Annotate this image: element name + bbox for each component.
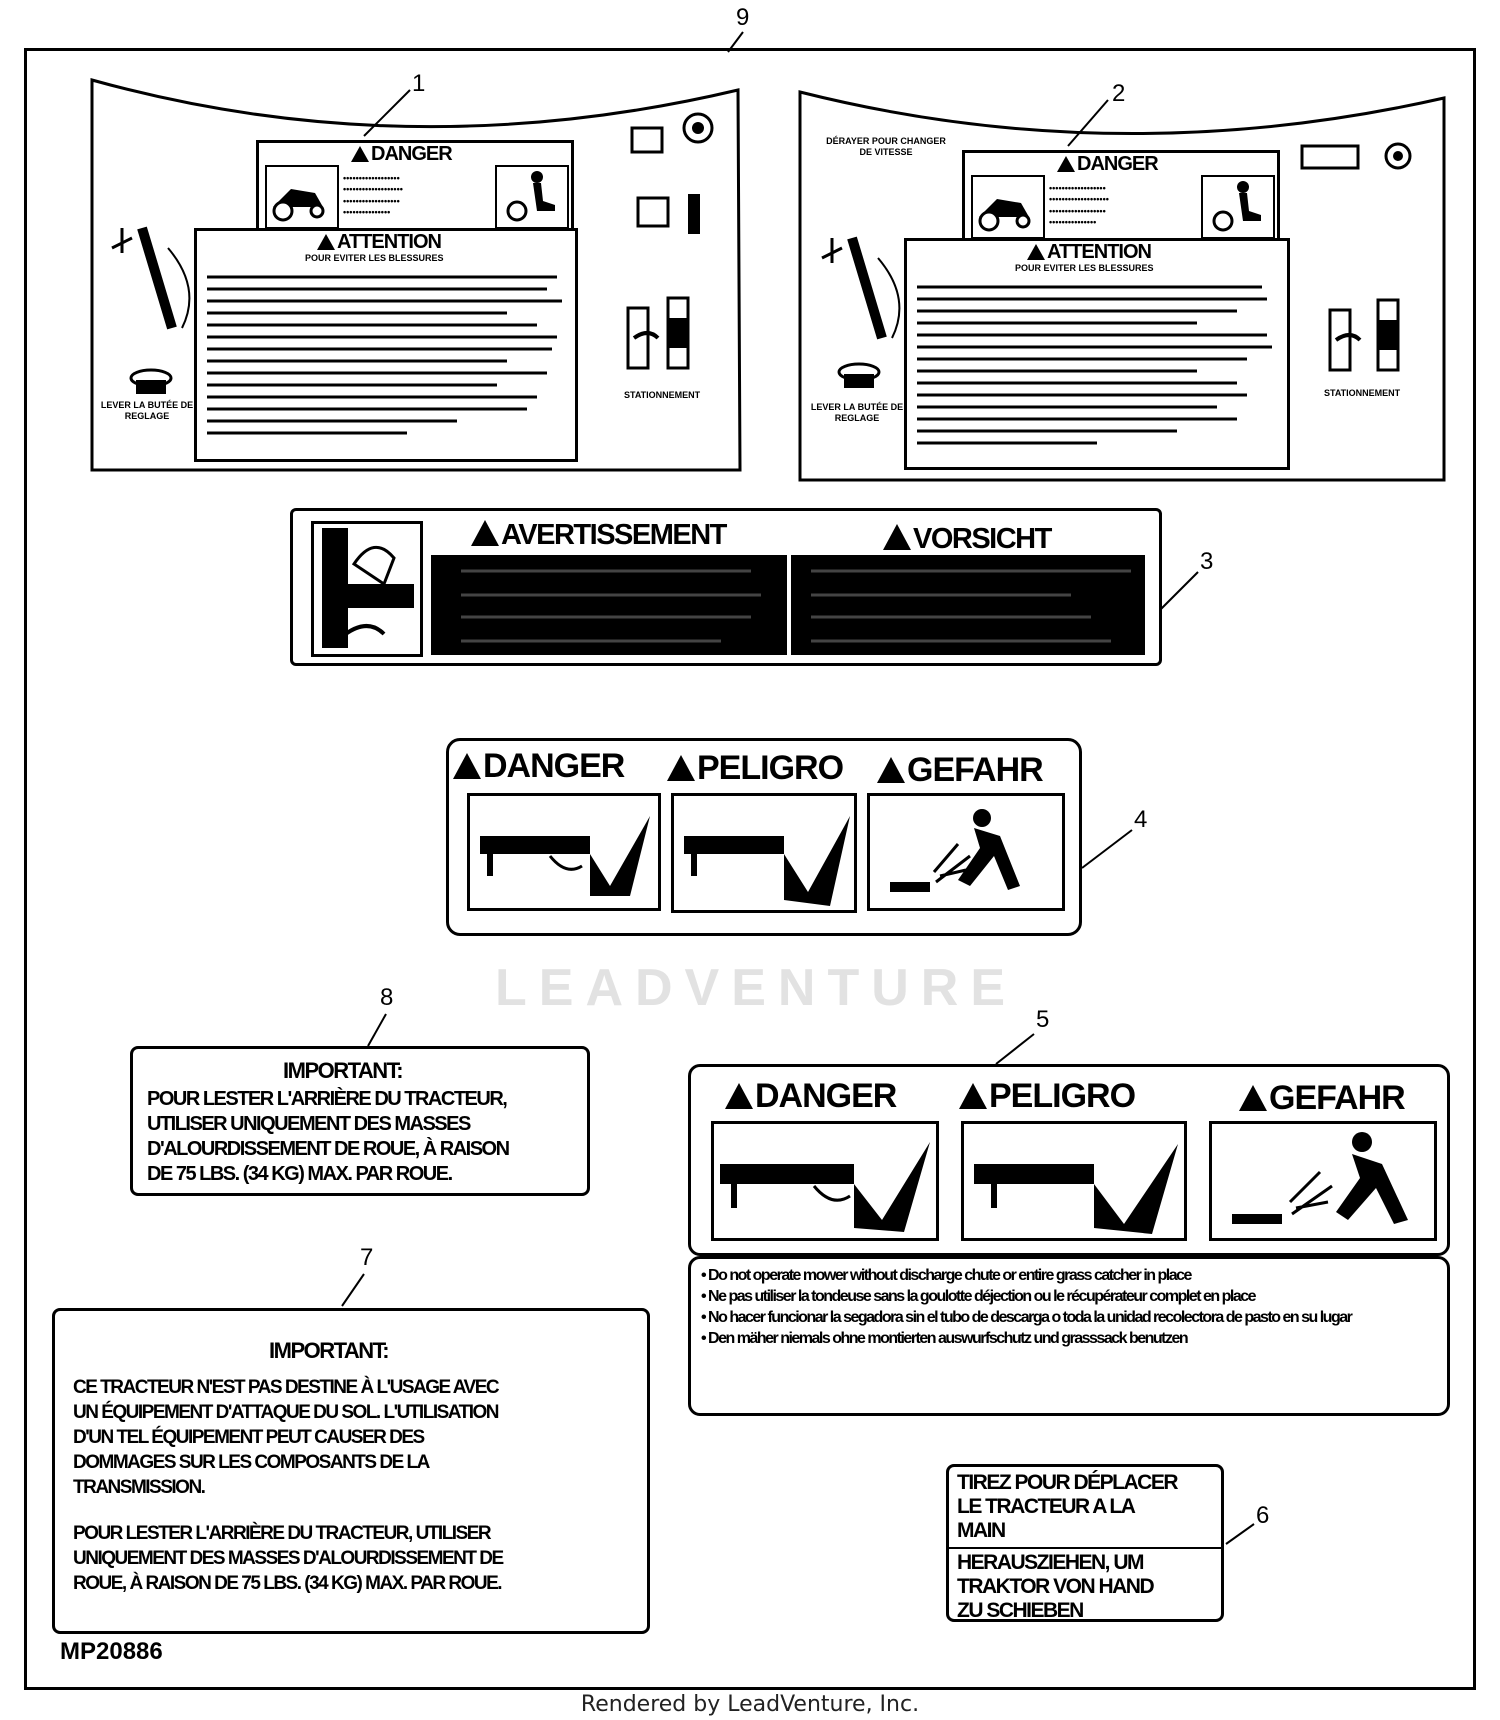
callout-2: 2 <box>1112 80 1126 107</box>
watermark: LEADVENTURE <box>495 959 1018 1017</box>
thrown-object-pictogram <box>1209 1121 1437 1241</box>
leader-9 <box>727 31 744 53</box>
callout-6: 6 <box>1256 1502 1270 1529</box>
footer-credit: Rendered by LeadVenture, Inc. <box>580 1692 920 1717</box>
mower-hand-pictogram <box>467 793 661 911</box>
decal-6-french: TIREZ POUR DÉPLACER LE TRACTEUR A LA MAI… <box>957 1471 1179 1542</box>
part-number: MP20886 <box>60 1638 163 1665</box>
decal-7-para-2: POUR LESTER L'ARRIÈRE DU TRACTEUR, UTILI… <box>73 1523 504 1594</box>
decal-7: IMPORTANT: CE TRACTEUR N'EST PAS DESTINE… <box>52 1308 650 1634</box>
decal-5-bottom: • Do not operate mower without discharge… <box>688 1256 1450 1416</box>
decal-7-para-1: CE TRACTEUR N'EST PAS DESTINE À L'USAGE … <box>73 1377 500 1498</box>
attention-text-block <box>207 271 567 456</box>
leader-3 <box>1159 571 1199 611</box>
parking-brake-pictogram <box>626 296 738 403</box>
knob-icon <box>834 362 884 397</box>
decal-8-text: POUR LESTER L'ARRIÈRE DU TRACTEUR, UTILI… <box>147 1088 510 1185</box>
decal-8-title: IMPORTANT: <box>283 1058 404 1083</box>
decal-2-danger-panel: DANGER •••••••••••••••••••••••••••••••••… <box>962 150 1280 246</box>
callout-3: 3 <box>1200 548 1214 575</box>
danger-text-lines: ••••••••••••••••••••••••••••••••••••••••… <box>1049 183 1109 227</box>
mower-chute-pictogram <box>961 1121 1187 1241</box>
decal-6-german: HERAUSZIEHEN, UM TRAKTOR VON HAND ZU SCH… <box>957 1551 1155 1622</box>
diagram-frame <box>24 48 1476 1690</box>
decal-4: DANGER PELIGRO GEFAHR <box>446 738 1082 936</box>
decal-6-divider <box>949 1547 1221 1549</box>
callout-4: 4 <box>1134 806 1148 833</box>
decal-8: IMPORTANT: POUR LESTER L'ARRIÈRE DU TRAC… <box>130 1046 590 1196</box>
decal-2-right-caption: STATIONNEMENT <box>1324 388 1401 398</box>
decal-1-attention-panel: ATTENTION POUR EVITER LES BLESSURES <box>194 228 578 462</box>
decal-5-word-gefahr: GEFAHR <box>1239 1079 1406 1118</box>
callout-8: 8 <box>380 984 394 1011</box>
height-lever-pictogram <box>812 218 902 353</box>
decal-5-word-peligro: PELIGRO <box>959 1077 1136 1116</box>
decal-2: DÉRAYER POUR CHANGER DE VITESSE DANGER •… <box>798 82 1446 482</box>
hand-pinch-pictogram <box>311 521 423 657</box>
decal-3-text-right <box>791 555 1145 655</box>
leader-6 <box>1225 1523 1255 1545</box>
callout-7: 7 <box>360 1244 374 1271</box>
attention-subtitle: POUR EVITER LES BLESSURES <box>305 253 444 263</box>
leader-4 <box>1081 829 1133 869</box>
danger-text-lines: ••••••••••••••••••••••••••••••••••••••••… <box>343 173 403 217</box>
attention-text-block <box>917 281 1277 466</box>
decal-3-text-left <box>431 555 787 655</box>
mower-chute-pictogram <box>671 793 857 913</box>
decal-4-word-gefahr: GEFAHR <box>877 751 1044 790</box>
decal-3-title-left: AVERTISSEMENT <box>471 519 727 552</box>
throttle-pictogram <box>628 98 738 253</box>
decal-4-word-peligro: PELIGRO <box>667 749 844 788</box>
leader-5 <box>995 1033 1035 1065</box>
decal-6: TIREZ POUR DÉPLACER LE TRACTEUR A LA MAI… <box>946 1464 1224 1622</box>
parking-brake-pictogram <box>1328 298 1440 405</box>
decal-3: AVERTISSEMENT VORSICHT <box>290 508 1162 666</box>
decal-5-warning-text: • Do not operate mower without discharge… <box>701 1267 1353 1347</box>
decal-1: DANGER •••••••••••••••••••••••••••••••••… <box>88 78 742 472</box>
decal-3-title-right: VORSICHT <box>883 523 1052 556</box>
decal-2-attention-panel: ATTENTION POUR EVITER LES BLESSURES <box>904 238 1290 470</box>
attention-subtitle: POUR EVITER LES BLESSURES <box>1015 263 1154 273</box>
callout-5: 5 <box>1036 1006 1050 1033</box>
decal-5-word-danger: DANGER <box>725 1077 897 1116</box>
leader-7 <box>341 1273 365 1307</box>
decal-2-left-caption: LEVER LA BUTÉE DE REGLAGE <box>810 402 904 424</box>
thrown-object-pictogram <box>867 793 1065 911</box>
throttle-pictogram <box>1298 142 1428 187</box>
decal-5-top: DANGER PELIGRO GEFAHR <box>688 1064 1450 1256</box>
decal-4-word-danger: DANGER <box>453 747 625 786</box>
decal-7-title: IMPORTANT: <box>269 1338 390 1363</box>
leader-2 <box>1067 99 1109 147</box>
decal-1-left-caption: LEVER LA BUTÉE DE REGLAGE <box>100 400 194 422</box>
height-lever-pictogram <box>102 208 192 343</box>
callout-9: 9 <box>736 4 750 31</box>
mower-hand-pictogram <box>711 1121 939 1241</box>
leader-1 <box>363 89 411 137</box>
leader-8 <box>367 1013 387 1047</box>
knob-icon <box>126 368 176 403</box>
callout-1: 1 <box>412 70 426 97</box>
decal-1-right-caption: STATIONNEMENT <box>624 390 701 400</box>
decal-2-top-caption: DÉRAYER POUR CHANGER DE VITESSE <box>826 136 946 158</box>
